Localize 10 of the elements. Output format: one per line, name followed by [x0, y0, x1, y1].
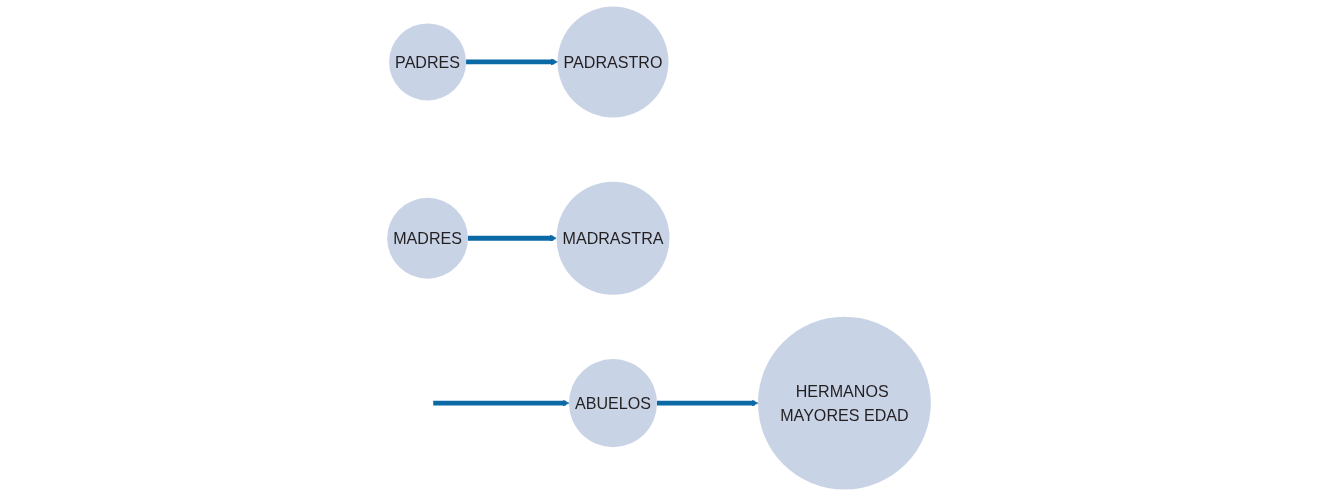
- arrow: [657, 399, 759, 407]
- arrow: [468, 234, 557, 242]
- node-circle: MADRES: [387, 197, 468, 279]
- node-circle: PADRES: [389, 23, 467, 101]
- arrow: [433, 399, 570, 407]
- node-circle: ABUELOS: [568, 359, 657, 448]
- node-circle: PADRASTRO: [557, 6, 669, 118]
- node-circle: HERMANOS MAYORES EDAD: [757, 316, 931, 490]
- node-circle: MADRASTRA: [556, 181, 670, 295]
- arrow: [466, 58, 558, 66]
